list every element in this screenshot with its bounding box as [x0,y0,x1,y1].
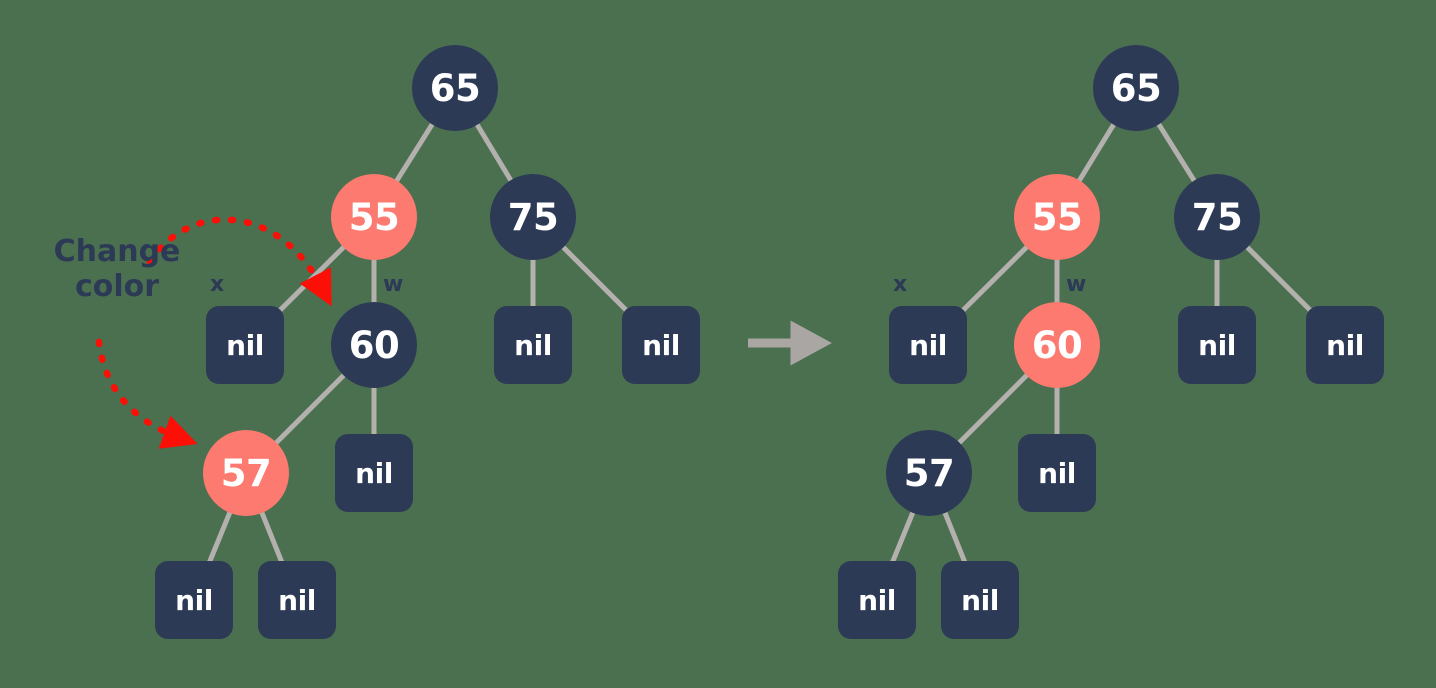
change-color-arrow-to-57-icon [95,338,198,449]
tree-node-57-after[interactable]: 57 [886,430,972,516]
pointer-label-w-after: w [1066,272,1087,297]
tree-node-60-before[interactable]: 60 [331,302,417,388]
tree-node-57-before[interactable]: 57 [203,430,289,516]
pointer-label-w-before: w [383,272,404,297]
tree-node-55-after[interactable]: 55 [1014,174,1100,260]
tree-node-65-after[interactable]: 65 [1093,45,1179,131]
tree-node-55-before[interactable]: 55 [331,174,417,260]
tree-node-60-after[interactable]: 60 [1014,302,1100,388]
nil-node-nil-after[interactable]: nil [838,561,916,639]
tree-node-75-before[interactable]: 75 [490,174,576,260]
tree-node-75-after[interactable]: 75 [1174,174,1260,260]
caption-line-1: Change [53,234,181,269]
nil-node-nil-after[interactable]: nil [1178,306,1256,384]
nil-node-nil-before[interactable]: nil [622,306,700,384]
change-color-arrow-to-60-icon [146,216,332,307]
nil-node-nil-after[interactable]: nil [1018,434,1096,512]
pointer-label-x-after: x [893,272,908,297]
pointer-label-x-before: x [210,272,225,297]
nil-node-nil-after[interactable]: nil [1306,306,1384,384]
nil-node-nil-before[interactable]: nil [206,306,284,384]
nil-node-nil-before[interactable]: nil [494,306,572,384]
caption-line-2: color [74,269,160,305]
nil-node-nil-before[interactable]: nil [155,561,233,639]
tree-node-65-before[interactable]: 65 [412,45,498,131]
nil-node-nil-before[interactable]: nil [335,434,413,512]
nil-node-nil-after[interactable]: nil [941,561,1019,639]
change-color-caption: Change color [42,234,192,305]
nil-node-nil-after[interactable]: nil [889,306,967,384]
annotation-arrows [95,216,332,449]
nil-node-nil-before[interactable]: nil [258,561,336,639]
